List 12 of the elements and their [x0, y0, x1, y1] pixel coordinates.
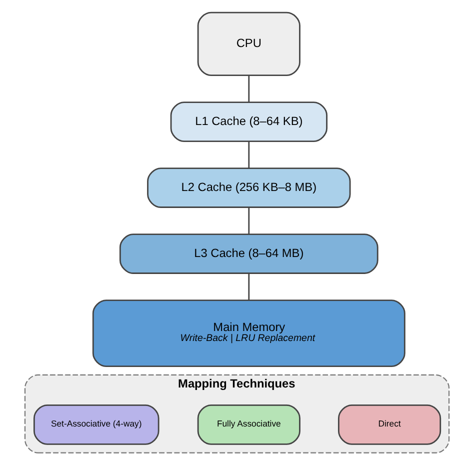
node-box: L2 Cache (256 KB–8 MB) [147, 168, 351, 208]
connector [248, 274, 250, 300]
node-box: L1 Cache (8–64 KB) [170, 102, 328, 142]
node-box: Direct [338, 404, 442, 445]
node-box: L3 Cache (8–64 MB) [119, 234, 378, 274]
node-box: Set-Associative (4-way) [33, 404, 160, 445]
node-box: CPU [197, 12, 300, 76]
connector [248, 207, 250, 234]
connector [248, 75, 250, 102]
node-box: Fully Associative [197, 404, 300, 445]
node-box: Main Memory Write-Back | LRU Replacement [92, 300, 406, 367]
connector [248, 141, 250, 168]
